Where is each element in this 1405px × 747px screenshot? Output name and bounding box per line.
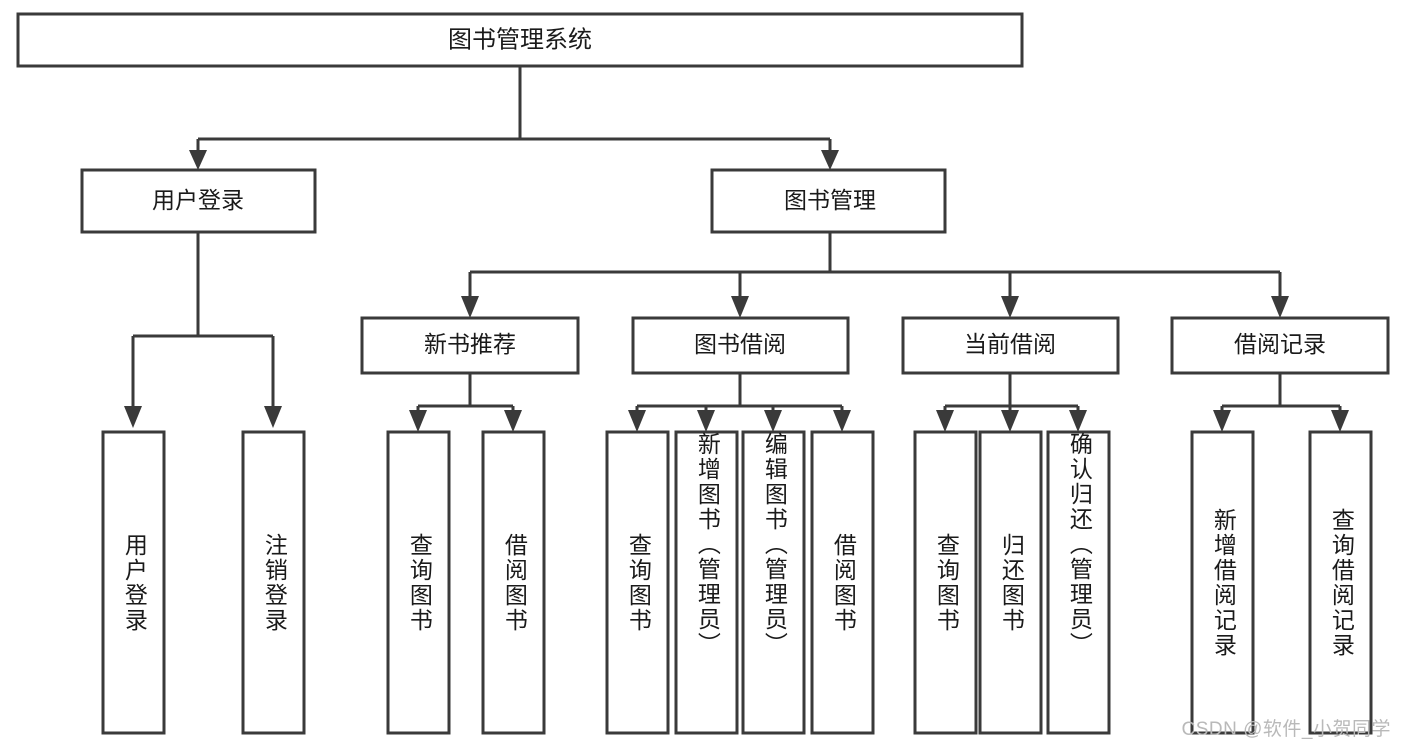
connector-group-book-manage: [461, 232, 1289, 318]
arrow-head-cb-query-book: [936, 410, 954, 432]
node-leaf-nb-query-book[interactable]: [386, 430, 451, 735]
connector-group-borrow-record: [1213, 373, 1349, 432]
arrow-head-book-manage: [821, 150, 839, 170]
node-submodule-borrow-book[interactable]: [631, 316, 850, 375]
node-leaf-cb-confirm-return[interactable]: [1046, 430, 1111, 735]
node-leaf-bb-edit-book[interactable]: [741, 430, 806, 735]
arrow-head-br-query-record: [1331, 410, 1349, 432]
node-leaf-cb-query-book[interactable]: [913, 430, 978, 735]
arrow-head-bb-add-book: [697, 410, 715, 432]
node-submodule-current-borrow[interactable]: [901, 316, 1120, 375]
node-module-user-login[interactable]: [80, 168, 317, 234]
node-leaf-bb-query-book[interactable]: [605, 430, 670, 735]
arrow-head-leaf-user-login: [124, 406, 142, 428]
node-root-label: 图书管理系统: [448, 26, 592, 53]
arrow-head-current-borrow: [1001, 296, 1019, 318]
node-root[interactable]: [16, 12, 1024, 68]
arrow-head-cb-return-book: [1001, 410, 1019, 432]
arrow-head-user-login: [189, 150, 207, 170]
node-leaf-br-add-record[interactable]: [1190, 430, 1255, 735]
node-submodule-borrow-book-label: 图书借阅: [694, 331, 786, 357]
node-module-user-login-label: 用户登录: [152, 187, 244, 213]
node-submodule-borrow-record-label: 借阅记录: [1234, 331, 1326, 357]
node-leaf-cb-return-book[interactable]: [978, 430, 1043, 735]
arrow-head-bb-edit-book: [764, 410, 782, 432]
node-leaf-user-login[interactable]: [101, 430, 166, 735]
connector-group-root: [189, 66, 839, 170]
node-leaf-logout[interactable]: [241, 430, 306, 735]
node-submodule-new-book[interactable]: [360, 316, 580, 375]
arrow-head-leaf-logout: [264, 406, 282, 428]
arrow-head-br-add-record: [1213, 410, 1231, 432]
arrow-head-bb-borrow-book: [833, 410, 851, 432]
node-leaf-bb-borrow-book[interactable]: [810, 430, 875, 735]
node-module-book-manage[interactable]: [710, 168, 947, 234]
arrow-head-bb-query-book: [628, 410, 646, 432]
arrow-head-borrow-book: [731, 296, 749, 318]
node-module-book-manage-label: 图书管理: [784, 187, 876, 213]
arrow-head-new-book: [461, 296, 479, 318]
node-submodule-new-book-label: 新书推荐: [424, 331, 516, 357]
arrow-head-nb-borrow-book: [504, 410, 522, 432]
arrow-head-nb-query-book: [409, 410, 427, 432]
connector-group-borrow-book: [628, 373, 851, 432]
connector-group-user-login: [124, 232, 282, 428]
node-submodule-current-borrow-label: 当前借阅: [964, 331, 1056, 357]
node-submodule-borrow-record[interactable]: [1170, 316, 1390, 375]
node-leaf-bb-add-book[interactable]: [674, 430, 739, 735]
arrow-head-cb-confirm-return: [1069, 410, 1087, 432]
arrow-head-borrow-record: [1271, 296, 1289, 318]
node-leaf-nb-borrow-book[interactable]: [481, 430, 546, 735]
connector-group-new-book: [409, 373, 522, 432]
node-leaf-br-query-record[interactable]: [1308, 430, 1373, 735]
connector-group-current-borrow: [936, 373, 1087, 432]
